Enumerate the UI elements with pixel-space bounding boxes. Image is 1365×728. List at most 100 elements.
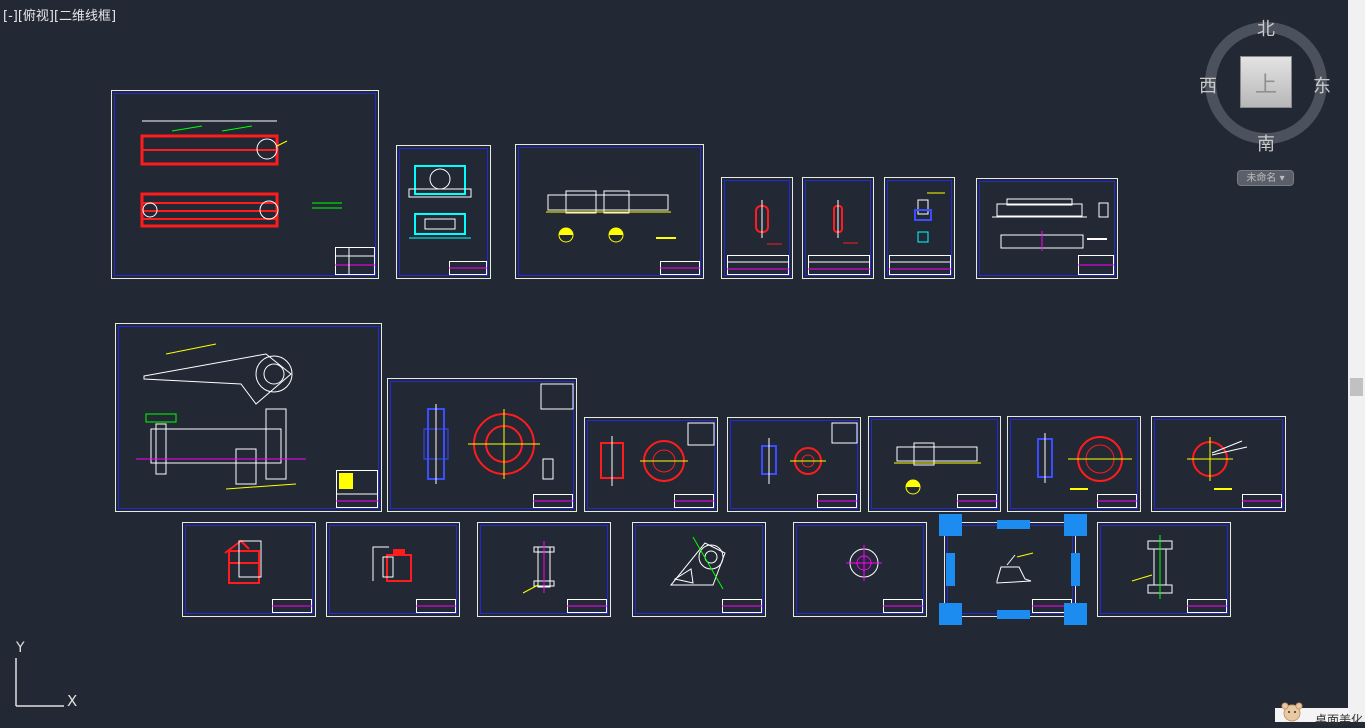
ucs-axis-icon: Y X [15, 640, 77, 710]
drawing-sheet-pulley-2[interactable] [584, 417, 718, 512]
title-block [567, 599, 607, 613]
selected-part-drawing [996, 552, 1034, 584]
bearing-housing-drawing [408, 165, 472, 239]
viewcube-south[interactable]: 南 [1257, 134, 1275, 155]
sheet-inner-border [635, 525, 763, 614]
selection-grip-top-left[interactable] [939, 514, 962, 536]
sheet-inner-border [480, 525, 608, 614]
sheet-inner-border [185, 525, 313, 614]
title-block [660, 261, 700, 275]
title-block [335, 247, 375, 275]
drawing-sheet-conveyor-assembly[interactable] [111, 90, 379, 279]
drawing-sheet-shaft[interactable] [515, 144, 704, 279]
title-block [416, 599, 456, 613]
sheet-inner-border [1154, 419, 1283, 509]
sheet-inner-border [399, 148, 488, 276]
sheet-inner-border [329, 525, 457, 614]
sheet-inner-border [979, 181, 1115, 276]
sheet-inner-border [518, 147, 701, 276]
drawing-sheet-frame[interactable] [976, 178, 1118, 279]
title-block [533, 494, 573, 508]
ucs-y-label: Y [15, 640, 25, 656]
drawing-sheet-flange[interactable] [793, 522, 927, 617]
title-block [336, 470, 378, 508]
drawing-sheet-pulley-1[interactable] [387, 378, 577, 512]
title-block [817, 494, 857, 508]
drawing-sheet-small-part-1[interactable] [721, 177, 793, 279]
viewcube-top-face[interactable]: 上 [1240, 56, 1292, 108]
sheet-inner-border [390, 381, 574, 509]
title-block [1242, 494, 1282, 508]
drive-drawing [669, 536, 726, 590]
general-assembly-drawing [136, 343, 306, 490]
sheet-inner-border [730, 420, 858, 509]
drawing-sheet-drive[interactable] [632, 522, 766, 617]
small-part-drawing [914, 192, 945, 243]
title-block [272, 599, 312, 613]
drawing-sheet-disc[interactable] [1151, 416, 1286, 512]
flange-drawing [846, 545, 882, 581]
sheet-inner-border [796, 525, 924, 614]
small-part-drawing [833, 200, 858, 244]
selection-grip-bottom-right[interactable] [1064, 603, 1087, 625]
sheet-inner-border [114, 93, 376, 276]
selection-grip-right-mid[interactable] [1071, 553, 1080, 586]
roller-drawing [1131, 535, 1173, 599]
title-block [722, 599, 762, 613]
desktop-widget-pet-icon[interactable] [1275, 700, 1349, 722]
viewcube-north[interactable]: 北 [1257, 19, 1275, 40]
drawing-sheet-wheel[interactable] [1007, 416, 1141, 512]
pulley-drawing [600, 422, 715, 486]
selection-grip-left-mid[interactable] [946, 553, 955, 586]
viewcube-west[interactable]: 西 [1199, 76, 1217, 97]
drawing-sheet-bracket-1[interactable] [182, 522, 316, 617]
sheet-inner-border [1010, 419, 1138, 509]
drawing-sheet-general-assembly[interactable] [115, 323, 382, 512]
title-block [727, 255, 789, 275]
title-block [449, 261, 487, 275]
sheet-inner-border [805, 180, 871, 276]
title-block [889, 255, 951, 275]
viewcube-compass-ring[interactable] [1205, 22, 1327, 144]
title-block [1097, 494, 1137, 508]
viewcube-face-label: 上 [1254, 73, 1277, 98]
shaft-drawing [546, 190, 676, 243]
sheet-inner-border [587, 420, 715, 509]
roller-drawing [522, 541, 555, 594]
bracket-drawing [224, 539, 262, 584]
desktop-widget-label[interactable]: 桌面美化 [1315, 713, 1364, 727]
title-block [1187, 599, 1227, 613]
drawing-sheet-shaft-2[interactable] [868, 416, 1001, 512]
sheet-inner-border [724, 180, 790, 276]
drawing-sheet-bearing-housing[interactable] [396, 145, 491, 279]
sheet-inner-border [871, 419, 998, 509]
drawing-sheet-roller-2[interactable] [1097, 522, 1231, 617]
ucs-dropdown[interactable]: 未命名 ▾ [1237, 170, 1294, 186]
drawing-sheet-small-part-3[interactable] [884, 177, 955, 279]
scrollbar-thumb[interactable] [1350, 378, 1363, 396]
selection-grip-bottom-mid[interactable] [997, 610, 1030, 619]
vertical-scrollbar[interactable] [1348, 0, 1365, 722]
title-block [808, 255, 870, 275]
drawing-sheet-bracket-2[interactable] [326, 522, 460, 617]
drawing-sheet-selected[interactable] [944, 522, 1076, 617]
title-block [674, 494, 714, 508]
drawing-sheet-small-part-2[interactable] [802, 177, 874, 279]
viewport-controls-label[interactable]: [-][俯视][二维线框] [3, 9, 117, 24]
pulley-drawing [423, 383, 574, 484]
bracket-drawing [372, 546, 412, 582]
title-block [957, 494, 997, 508]
shaft-drawing [894, 442, 981, 495]
ucs-x-label: X [67, 692, 77, 710]
drawing-sheet-pulley-3[interactable] [727, 417, 861, 512]
selection-grip-top-right[interactable] [1064, 514, 1087, 536]
frame-drawing [992, 198, 1109, 251]
conveyor-assembly-drawing [140, 120, 342, 228]
title-block [1078, 255, 1114, 275]
viewcube-east[interactable]: 东 [1313, 76, 1331, 97]
selection-grip-top-mid[interactable] [997, 520, 1030, 529]
selection-grip-bottom-left[interactable] [939, 603, 962, 625]
sheet-inner-border [1100, 525, 1228, 614]
drawing-sheet-roller-1[interactable] [477, 522, 611, 617]
title-block [883, 599, 923, 613]
